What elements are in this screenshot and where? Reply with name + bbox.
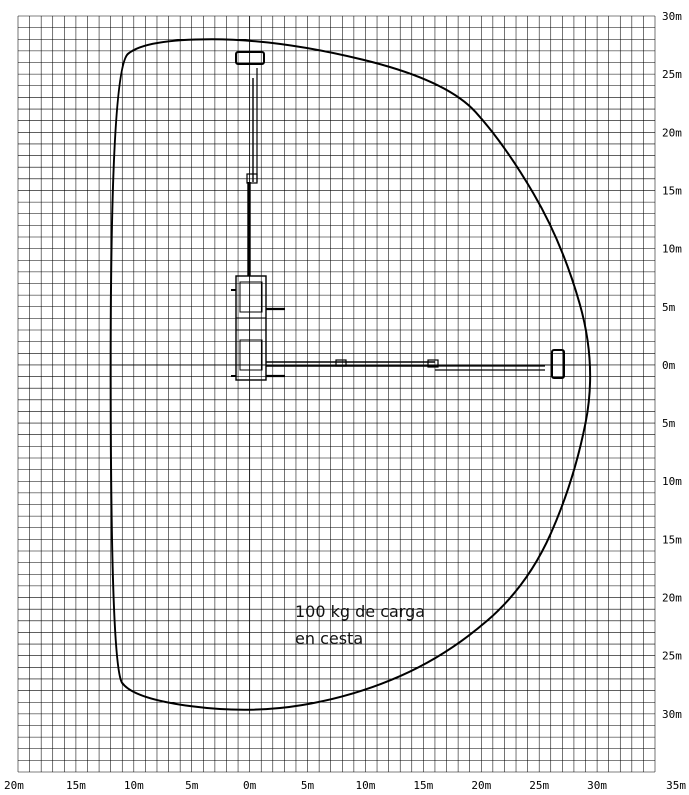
y-tick-label: 10m xyxy=(662,475,682,488)
x-tick-label: 30m xyxy=(587,779,607,792)
x-tick-label: 0m xyxy=(243,779,257,792)
x-tick-label: 15m xyxy=(66,779,86,792)
aerial-platform-drawing xyxy=(231,51,565,381)
x-tick-label: 20m xyxy=(471,779,491,792)
y-tick-label: 30m xyxy=(662,10,682,23)
x-tick-label: 15m xyxy=(413,779,433,792)
boom-joint xyxy=(335,359,347,367)
cab xyxy=(239,281,263,313)
rear-deck xyxy=(239,339,263,371)
y-tick-label: 15m xyxy=(662,533,682,546)
y-tick-label: 25m xyxy=(662,650,682,663)
basket-right xyxy=(551,349,565,379)
working-envelope xyxy=(109,38,592,711)
load-note-line1: 100 kg de carga xyxy=(295,602,425,621)
y-tick-label: 20m xyxy=(662,126,682,139)
boom-joint xyxy=(246,173,258,184)
y-tick-label: 5m xyxy=(662,301,676,314)
y-tick-label: 30m xyxy=(662,708,682,721)
basket-top xyxy=(235,51,265,65)
load-note-line2: en cesta xyxy=(295,629,363,648)
y-tick-label: 15m xyxy=(662,184,682,197)
boom-joint xyxy=(427,359,439,368)
y-tick-label: 20m xyxy=(662,592,682,605)
y-tick-label: 5m xyxy=(662,417,676,430)
y-tick-label: 0m xyxy=(662,359,676,372)
x-tick-label: 5m xyxy=(301,779,315,792)
y-tick-label: 10m xyxy=(662,243,682,256)
x-tick-label: 20m xyxy=(4,779,24,792)
x-tick-label: 10m xyxy=(356,779,376,792)
x-tick-label: 35m xyxy=(666,779,686,792)
y-tick-labels: 30m 25m 20m 15m 10m 5m 0m 5m 10m 15m 20m 25m 30m xyxy=(662,10,682,721)
x-tick-label: 5m xyxy=(185,779,199,792)
grid xyxy=(17,15,656,773)
x-tick-labels: 20m 15m 10m 5m 0m 5m 10m 15m 20m 25m 30m 35m xyxy=(4,779,686,792)
x-tick-label: 25m xyxy=(529,779,549,792)
chassis xyxy=(235,275,267,381)
y-tick-label: 25m xyxy=(662,68,682,81)
x-tick-label: 10m xyxy=(124,779,144,792)
